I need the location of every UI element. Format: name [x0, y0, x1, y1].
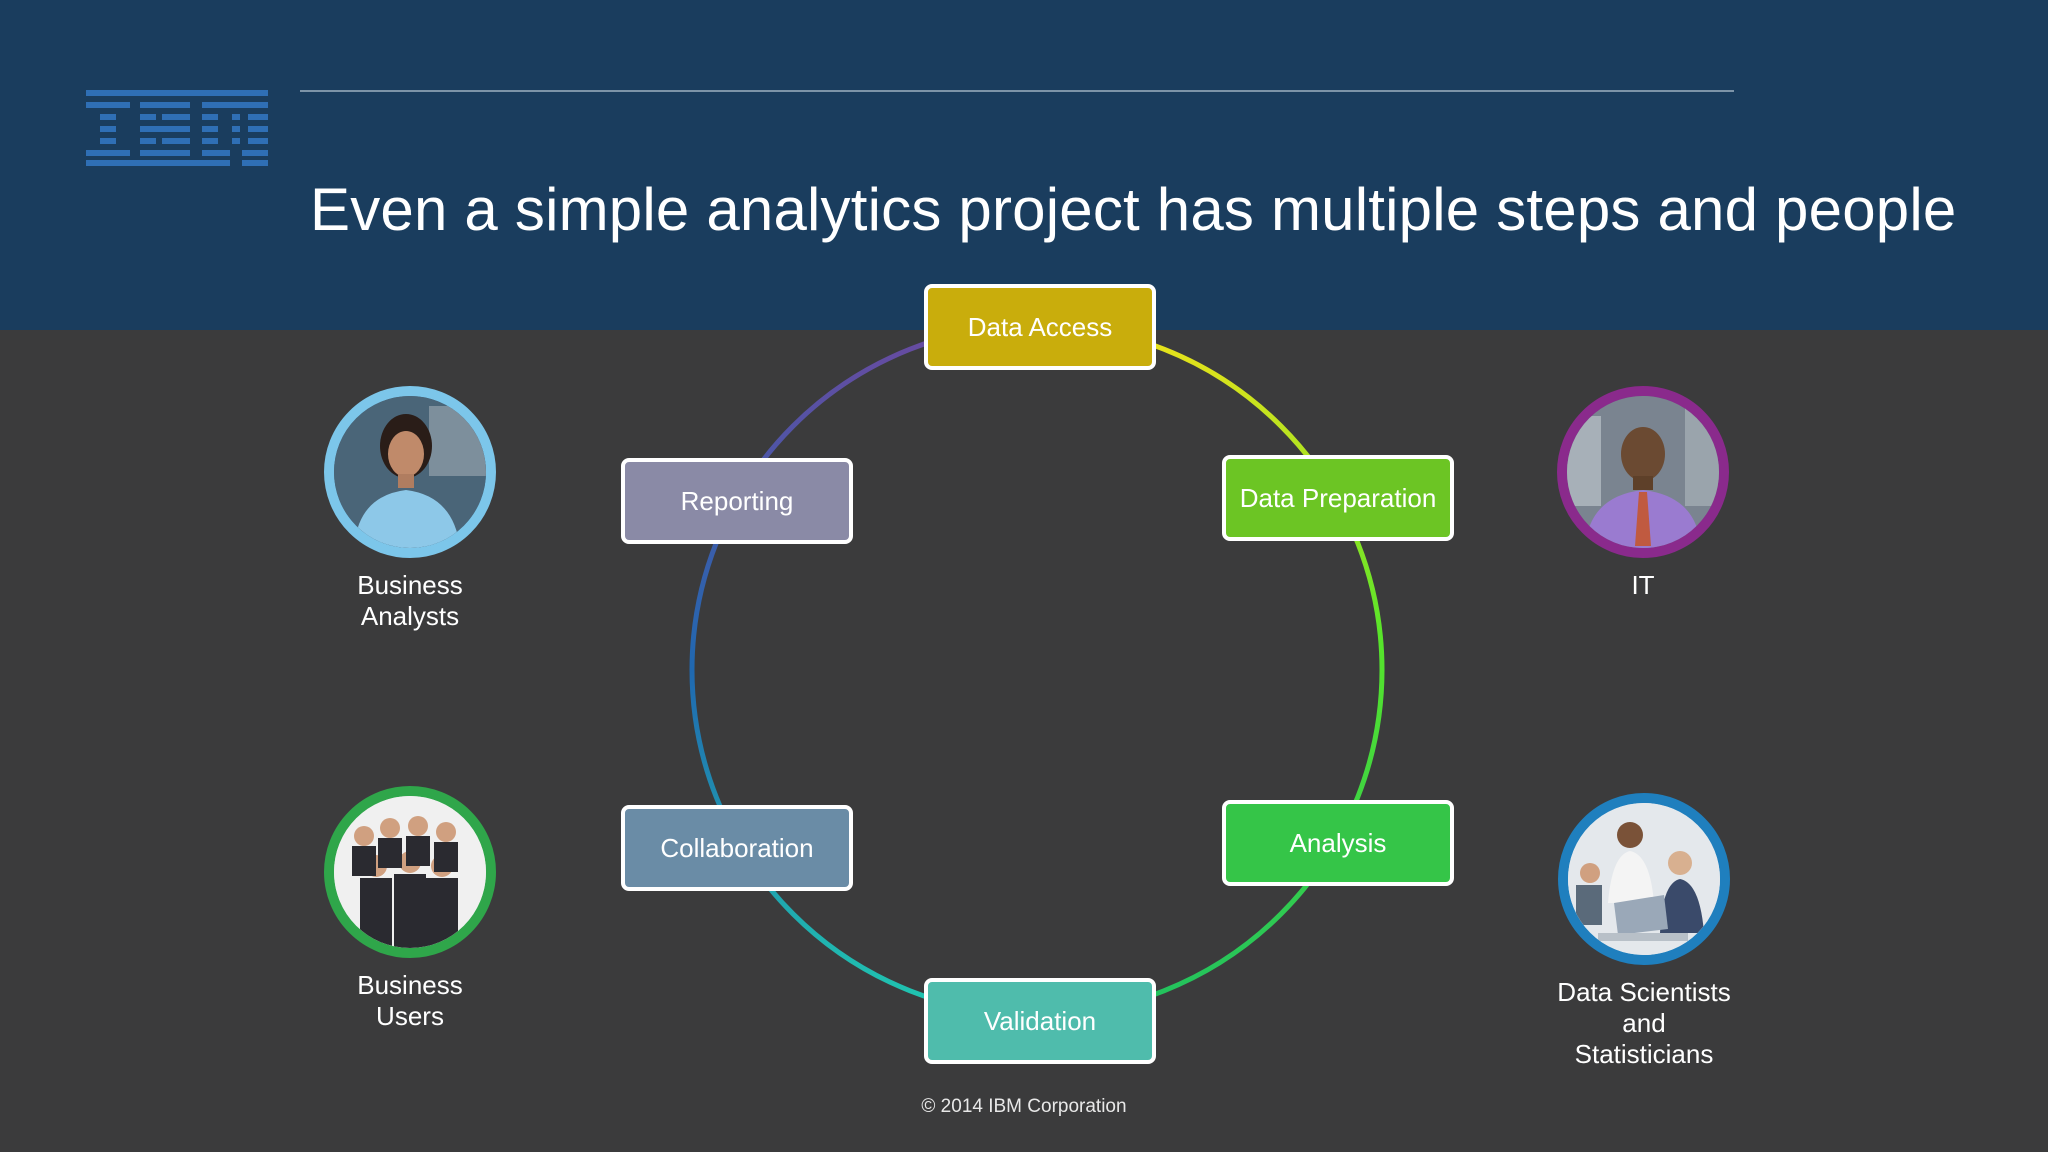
man-portrait-icon [1557, 386, 1729, 558]
step-data-access[interactable]: Data Access [924, 284, 1156, 370]
step-analysis[interactable]: Analysis [1222, 800, 1454, 886]
persona-label-line: Statisticians [1574, 1039, 1714, 1069]
step-data-preparation[interactable]: Data Preparation [1222, 455, 1454, 541]
persona-label-line: Business [357, 970, 463, 1000]
persona-label-line: Users [376, 1001, 444, 1031]
step-label: Validation [983, 1005, 1097, 1036]
copyright-footer: © 2014 IBM Corporation [921, 1096, 1127, 1117]
persona-business-users: Business Users [280, 786, 540, 1032]
step-label: Data Preparation [1239, 482, 1437, 513]
group-photo-icon [324, 786, 496, 958]
step-collaboration[interactable]: Collaboration [621, 805, 853, 891]
persona-business-analysts: Business Analysts [280, 386, 540, 632]
persona-label-line: Data Scientists [1557, 977, 1731, 1007]
persona-it: IT [1513, 386, 1773, 601]
step-reporting[interactable]: Reporting [621, 458, 853, 544]
step-label: Analysis [1289, 827, 1387, 858]
team-at-computer-icon [1558, 793, 1730, 965]
woman-portrait-icon [324, 386, 496, 558]
persona-label-line: Business [357, 570, 463, 600]
persona-label: IT [1513, 570, 1773, 601]
persona-label: Business Analysts [280, 570, 540, 632]
step-label: Reporting [680, 485, 794, 516]
slide-header [0, 0, 2048, 330]
persona-label: Data Scientists and Statisticians [1514, 977, 1774, 1070]
persona-label-line: and [1622, 1008, 1666, 1038]
persona-label-line: Analysts [360, 601, 460, 631]
persona-label: Business Users [280, 970, 540, 1032]
persona-label-line: IT [1631, 570, 1655, 600]
ibm-logo [86, 90, 268, 171]
step-label: Data Access [967, 311, 1113, 342]
slide-title: Even a simple analytics project has mult… [310, 176, 1957, 243]
step-label: Collaboration [660, 832, 814, 863]
header-rule [300, 90, 1734, 92]
step-validation[interactable]: Validation [924, 978, 1156, 1064]
persona-data-scientists: Data Scientists and Statisticians [1514, 793, 1774, 1070]
